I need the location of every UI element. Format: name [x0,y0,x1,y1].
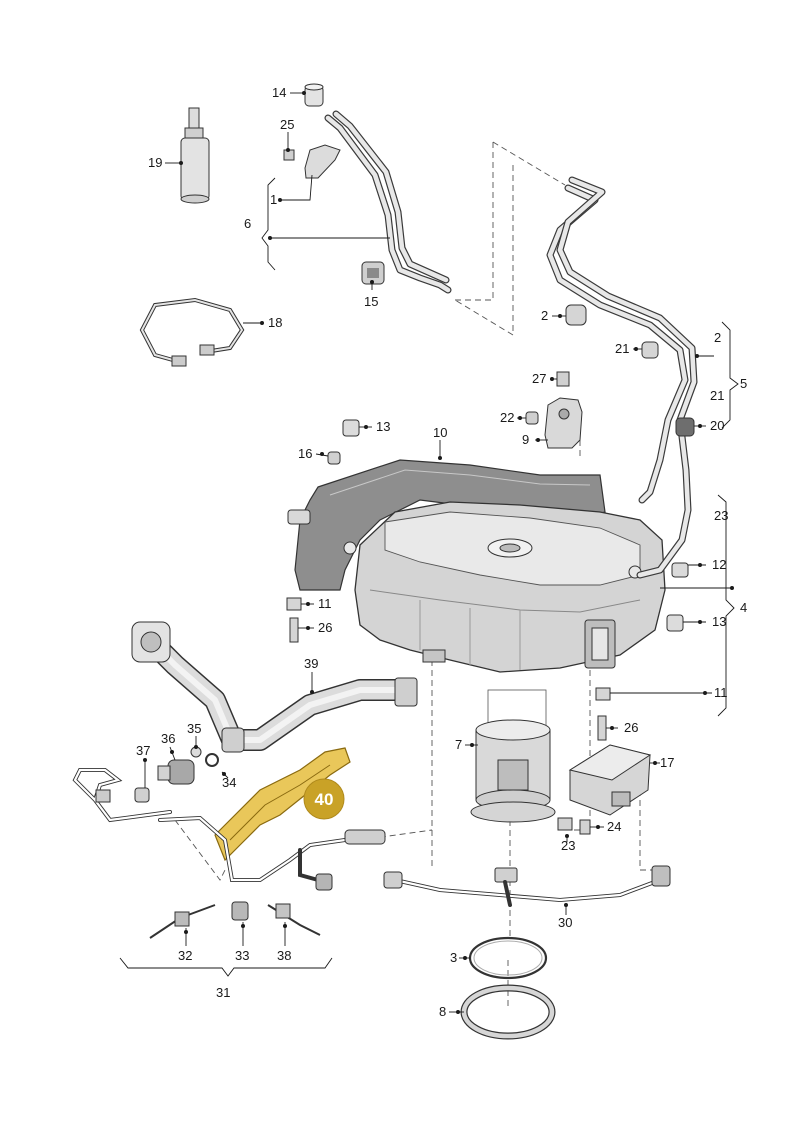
callout-31: 31 [216,985,230,1000]
callout-26-right: 26 [624,720,638,735]
nut-bolt-left [286,597,302,643]
callout-2-clip: 2 [541,308,548,323]
clip-part-2 [565,304,659,359]
callout-36: 36 [161,731,175,746]
wiring-harness-lower [158,815,386,891]
callout-8: 8 [439,1004,446,1019]
callout-14: 14 [272,85,286,100]
callout-21-group: 21 [710,388,724,403]
callout-33: 33 [235,948,249,963]
hose-part-37 [72,768,172,823]
callout-12: 12 [712,557,726,572]
callout-13-right: 13 [712,614,726,629]
callout-6: 6 [244,216,251,231]
valve-parts [134,746,219,803]
grommet-part-20 [675,417,695,437]
callout-9: 9 [522,432,529,447]
callout-21-clip: 21 [615,341,629,356]
callout-20: 20 [710,418,724,433]
callout-18: 18 [268,315,282,330]
filler-pipe-39 [131,621,418,753]
clip-part-15 [361,261,385,285]
group-braces [119,177,739,977]
fuel-line-right [546,176,698,579]
wiring-harness-30 [383,865,671,907]
callout-11-right: 11 [714,685,728,700]
callout-25: 25 [280,117,294,132]
callout-7: 7 [455,737,462,752]
callout-26-left: 26 [318,620,332,635]
callout-40-label: 40 [315,790,334,809]
callout-15: 15 [364,294,378,309]
fuel-pump-7 [470,689,556,823]
callout-22: 22 [500,410,514,425]
control-unit-17 [568,744,652,816]
fuel-tank [343,501,666,673]
callout-3: 3 [450,950,457,965]
callout-39: 39 [304,656,318,671]
bracket-part-1 [283,144,341,179]
leader-lines [143,91,734,1014]
nut-bolt-right [595,687,611,741]
callout-5: 5 [740,376,747,391]
callout-24: 24 [607,819,621,834]
callout-38: 38 [277,948,291,963]
callout-27: 27 [532,371,546,386]
callout-23-clip: 23 [561,838,575,853]
callout-2-group: 2 [714,330,721,345]
grommet-part-13 [342,419,684,632]
clip-part-23-24 [557,817,591,835]
plug-part-12 [671,562,689,578]
callout-37: 37 [136,743,150,758]
fuel-line-left [324,110,452,294]
sensor-parts-32-33-38 [149,901,321,939]
callout-4: 4 [740,600,747,615]
bracket-part-9 [525,371,583,449]
highlighted-part-40[interactable]: 40 [214,747,351,862]
callout-34: 34 [222,775,236,790]
callout-17: 17 [660,755,674,770]
callout-35: 35 [187,721,201,736]
callout-19: 19 [148,155,162,170]
cap-part-14 [304,83,324,107]
callout-1: 1 [270,192,277,207]
clip-part-16 [327,451,341,465]
heat-shield [287,459,606,591]
callout-16: 16 [298,446,312,461]
callout-labels: 14 25 19 1 6 15 18 2 2 21 21 5 27 22 9 2… [136,85,747,1019]
callout-11-left: 11 [318,596,332,611]
callout-32: 32 [178,948,192,963]
callout-13-top: 13 [376,419,390,434]
hose-part-18 [139,297,245,367]
callout-30: 30 [558,915,572,930]
callout-10: 10 [433,425,447,440]
bottle-part-19 [180,107,210,204]
callout-23-group: 23 [714,508,728,523]
